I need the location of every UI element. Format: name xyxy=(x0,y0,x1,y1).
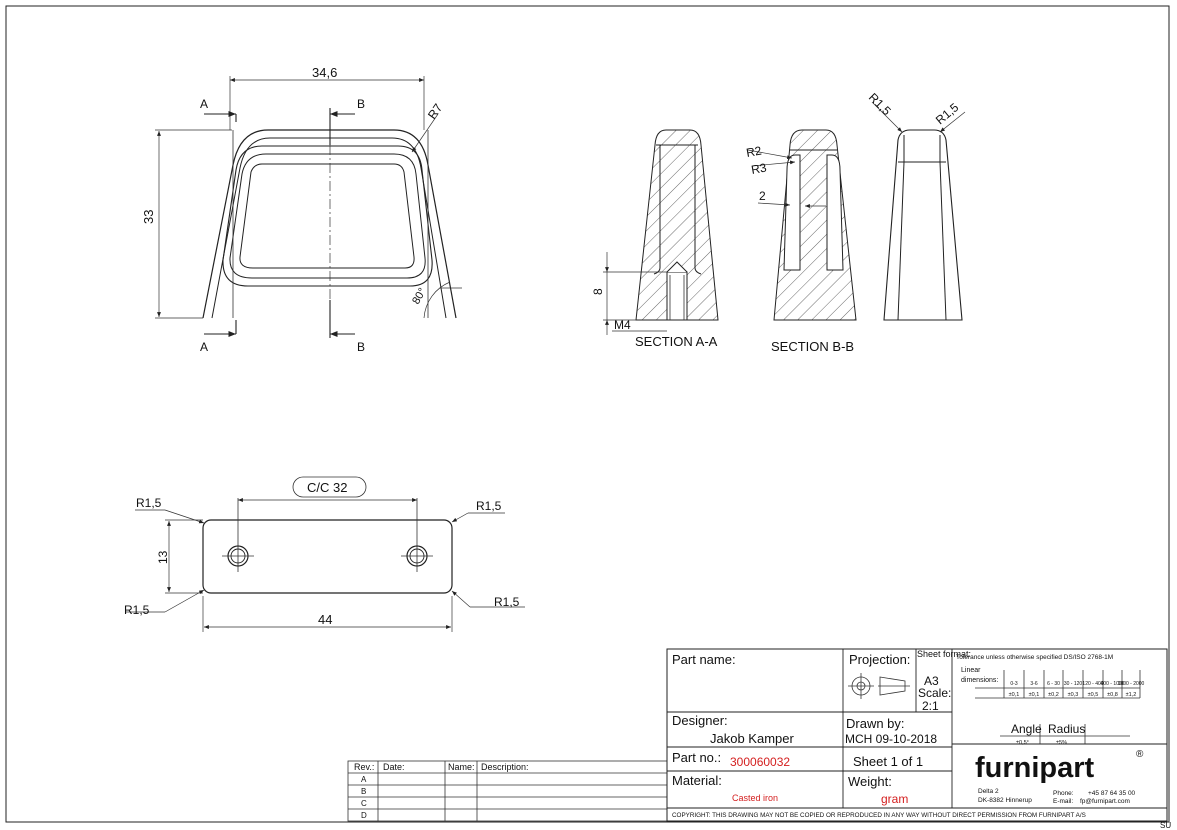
bottom-corner-tr-dim: R1,5 xyxy=(476,499,502,513)
material-value: Casted iron xyxy=(732,793,778,803)
copyright-notice: COPYRIGHT: THIS DRAWING MAY NOT BE COPIE… xyxy=(672,812,1086,819)
tolerance-title: Tolerance unless otherwise specified DS/… xyxy=(956,654,1113,661)
sheet-format-value: A3 xyxy=(924,674,939,688)
tolerance-value-1: ±0,1 xyxy=(1029,692,1040,698)
bottom-height-dim: 13 xyxy=(156,550,170,564)
sheet-format-label: Sheet format: xyxy=(917,649,971,659)
section-aa-depth-dim: 8 xyxy=(591,288,605,295)
part-name-label: Part name: xyxy=(672,652,736,667)
scale-value: 2:1 xyxy=(922,699,939,713)
revision-table xyxy=(347,760,668,822)
bottom-corner-tl-dim: R1,5 xyxy=(136,496,162,510)
sheet-count: Sheet 1 of 1 xyxy=(853,754,923,769)
section-mark-a-top: A xyxy=(200,97,208,111)
weight-label: Weight: xyxy=(848,774,892,789)
drawn-by-label: Drawn by: xyxy=(846,716,905,731)
side-r-right-dim: R1,5 xyxy=(933,100,962,127)
material-label: Material: xyxy=(672,773,722,788)
angle-label: Angle xyxy=(1011,722,1042,736)
tolerance-range-3: 30 - 120 xyxy=(1064,681,1083,687)
section-aa-thread-dim: M4 xyxy=(614,318,631,332)
tolerance-value-5: ±0,8 xyxy=(1107,692,1118,698)
tolerance-value-3: ±0,3 xyxy=(1068,692,1079,698)
email-value: fp@furnipart.com xyxy=(1080,798,1130,805)
front-angle-dim: 80° xyxy=(410,286,429,306)
front-width-dim: 34,6 xyxy=(312,65,337,80)
section-bb-r3-dim: R3 xyxy=(750,160,768,177)
front-view xyxy=(202,129,457,319)
tolerance-value-6: ±1,2 xyxy=(1126,692,1137,698)
radius-tolerance: ±5% xyxy=(1056,740,1067,746)
section-bb-r2-dim: R2 xyxy=(745,143,763,160)
bottom-width-dim: 44 xyxy=(318,612,332,627)
registered-mark: ® xyxy=(1136,749,1144,760)
section-aa-label: SECTION A-A xyxy=(635,334,718,349)
section-bb-label: SECTION B-B xyxy=(771,339,854,354)
drawn-by-value: MCH 09-10-2018 xyxy=(845,732,937,746)
address-line2: DK-8382 Hinnerup xyxy=(978,797,1032,804)
section-mark-a-bottom: A xyxy=(200,340,208,354)
email-label: E-mail: xyxy=(1053,798,1073,805)
brand-logo: furnipart xyxy=(975,752,1095,784)
bottom-cc-dim: C/C 32 xyxy=(307,480,347,495)
projection-label: Projection: xyxy=(849,652,910,667)
rev-row-a: A xyxy=(361,775,367,784)
tolerance-range-2: 6 - 30 xyxy=(1047,681,1060,687)
rev-row-b: B xyxy=(361,787,366,796)
tolerance-range-5: 400 - 1000 xyxy=(1101,681,1125,687)
rev-header-description: Description: xyxy=(481,762,529,772)
rev-row-d: D xyxy=(361,811,367,820)
angle-tolerance: ±0,5° xyxy=(1016,740,1029,746)
front-height-dim: 33 xyxy=(141,210,156,224)
tolerance-range-0: 0-3 xyxy=(1010,681,1017,687)
rev-header-name: Name: xyxy=(448,762,475,772)
section-mark-b-bottom: B xyxy=(357,340,365,354)
tolerance-range-6: 1000 - 2000 xyxy=(1118,681,1145,687)
part-no-label: Part no.: xyxy=(672,750,721,765)
dimensions-label: dimensions: xyxy=(961,677,998,684)
address-line1: Delta 2 xyxy=(978,788,999,795)
designer-label: Designer: xyxy=(672,713,728,728)
designer-name: Jakob Kamper xyxy=(710,731,794,746)
side-r-left-dim: R1,5 xyxy=(866,90,894,118)
rev-header-date: Date: xyxy=(383,762,405,772)
section-aa-view xyxy=(603,129,719,335)
rev-row-c: C xyxy=(361,799,367,808)
section-mark-b-top: B xyxy=(357,97,365,111)
phone-label: Phone: xyxy=(1053,790,1074,797)
scale-label: Scale: xyxy=(918,686,951,700)
front-radius-dim: R7 xyxy=(425,101,445,122)
tolerance-range-4: 120 - 400 xyxy=(1082,681,1103,687)
title-block-frame xyxy=(666,648,1168,822)
phone-value: +45 87 64 35 00 xyxy=(1088,790,1136,797)
front-view-dimensions xyxy=(155,76,462,338)
bottom-view xyxy=(125,476,525,632)
section-bb-view xyxy=(747,129,857,321)
radius-label: Radius xyxy=(1048,722,1085,736)
side-view xyxy=(871,101,966,321)
corner-mark: SU xyxy=(1160,821,1171,830)
weight-value: gram xyxy=(881,792,908,806)
bottom-corner-bl-dim: R1,5 xyxy=(124,603,150,617)
tolerance-value-0: ±0,1 xyxy=(1009,692,1020,698)
sheet-border xyxy=(5,5,1170,823)
linear-label: Linear xyxy=(961,667,981,674)
tolerance-range-1: 3-6 xyxy=(1030,681,1037,687)
section-bb-wall-dim: 2 xyxy=(759,189,766,203)
bottom-corner-br-dim: R1,5 xyxy=(494,595,520,609)
part-no-value: 300060032 xyxy=(730,755,790,769)
tolerance-value-4: ±0,5 xyxy=(1088,692,1099,698)
rev-header-rev: Rev.: xyxy=(354,762,374,772)
tolerance-cells: 0-3 ±0,1 3-6 ±0,1 6 - 30 ±0,2 30 - 120 ±0,3120 … xyxy=(1009,681,1145,698)
tolerance-value-2: ±0,2 xyxy=(1048,692,1059,698)
